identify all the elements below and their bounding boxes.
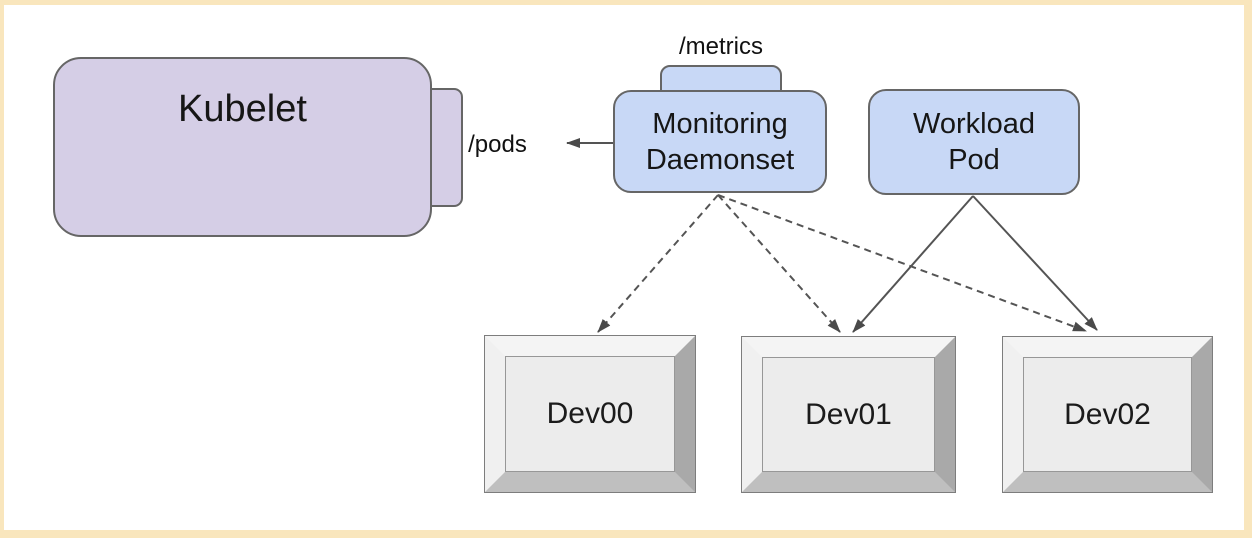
device-dev02: Dev02 (1002, 336, 1213, 493)
device-dev00: Dev00 (484, 335, 696, 493)
edge-monitoring-to-dev00 (597, 194, 719, 333)
edge-workload-to-dev02 (972, 195, 1098, 331)
device-face: Dev01 (762, 357, 935, 472)
monitoring-daemonset-label: Monitoring Daemonset (645, 107, 795, 176)
monitoring-daemonset-node: Monitoring Daemonset (613, 90, 827, 193)
device-label-dev02: Dev02 (1064, 397, 1151, 431)
kubelet-node: Kubelet (53, 57, 432, 237)
kubelet-label: Kubelet (178, 88, 307, 130)
edge-workload-to-dev01 (852, 195, 974, 333)
device-label-dev00: Dev00 (546, 397, 634, 430)
pods-endpoint-label: /pods (468, 131, 527, 158)
edge-monitoring-to-dev02 (717, 194, 1087, 332)
metrics-endpoint-label: /metrics (679, 33, 763, 60)
device-face: Dev00 (505, 356, 675, 472)
device-face: Dev02 (1023, 357, 1192, 472)
device-dev01: Dev01 (741, 336, 956, 493)
workload-pod-node: Workload Pod (868, 89, 1080, 195)
edge-monitoring-to-dev01 (717, 194, 841, 333)
device-label-dev01: Dev01 (805, 397, 892, 431)
workload-pod-label: Workload Pod (913, 108, 1035, 176)
